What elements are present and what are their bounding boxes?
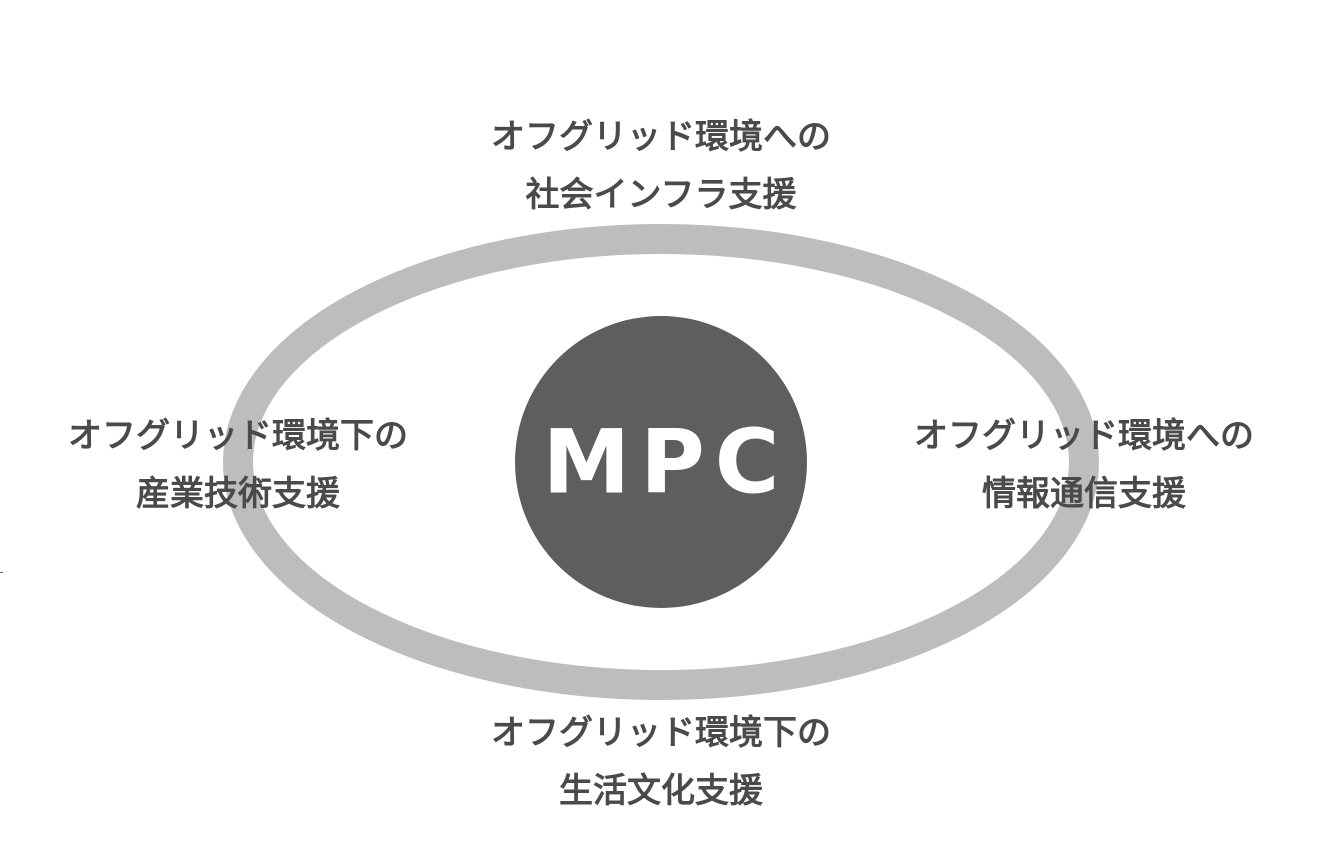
node-bottom-label: オフグリッド環境下の 生活文化支援: [411, 704, 911, 820]
node-left-label: オフグリッド環境下の 産業技術支援: [0, 407, 476, 523]
node-top-label: オフグリッド環境への 社会インフラ支援: [411, 108, 911, 224]
node-top-line1: オフグリッド環境への: [491, 117, 831, 157]
center-circle: [515, 316, 807, 608]
node-left-line1: オフグリッド環境下の: [68, 416, 408, 456]
center-label: MPC: [543, 411, 790, 514]
node-right-line2: 情報通信支援: [982, 474, 1186, 514]
node-right-label: オフグリッド環境への 情報通信支援: [846, 407, 1322, 523]
node-top-line2: 社会インフラ支援: [525, 175, 797, 215]
outer-ring: [223, 224, 1099, 700]
node-bottom-line1: オフグリッド環境下の: [491, 713, 831, 753]
node-right-line1: オフグリッド環境への: [914, 416, 1254, 456]
node-bottom-line2: 生活文化支援: [559, 771, 763, 811]
edge-mark: [0, 572, 3, 573]
node-left-line2: 産業技術支援: [136, 474, 340, 514]
